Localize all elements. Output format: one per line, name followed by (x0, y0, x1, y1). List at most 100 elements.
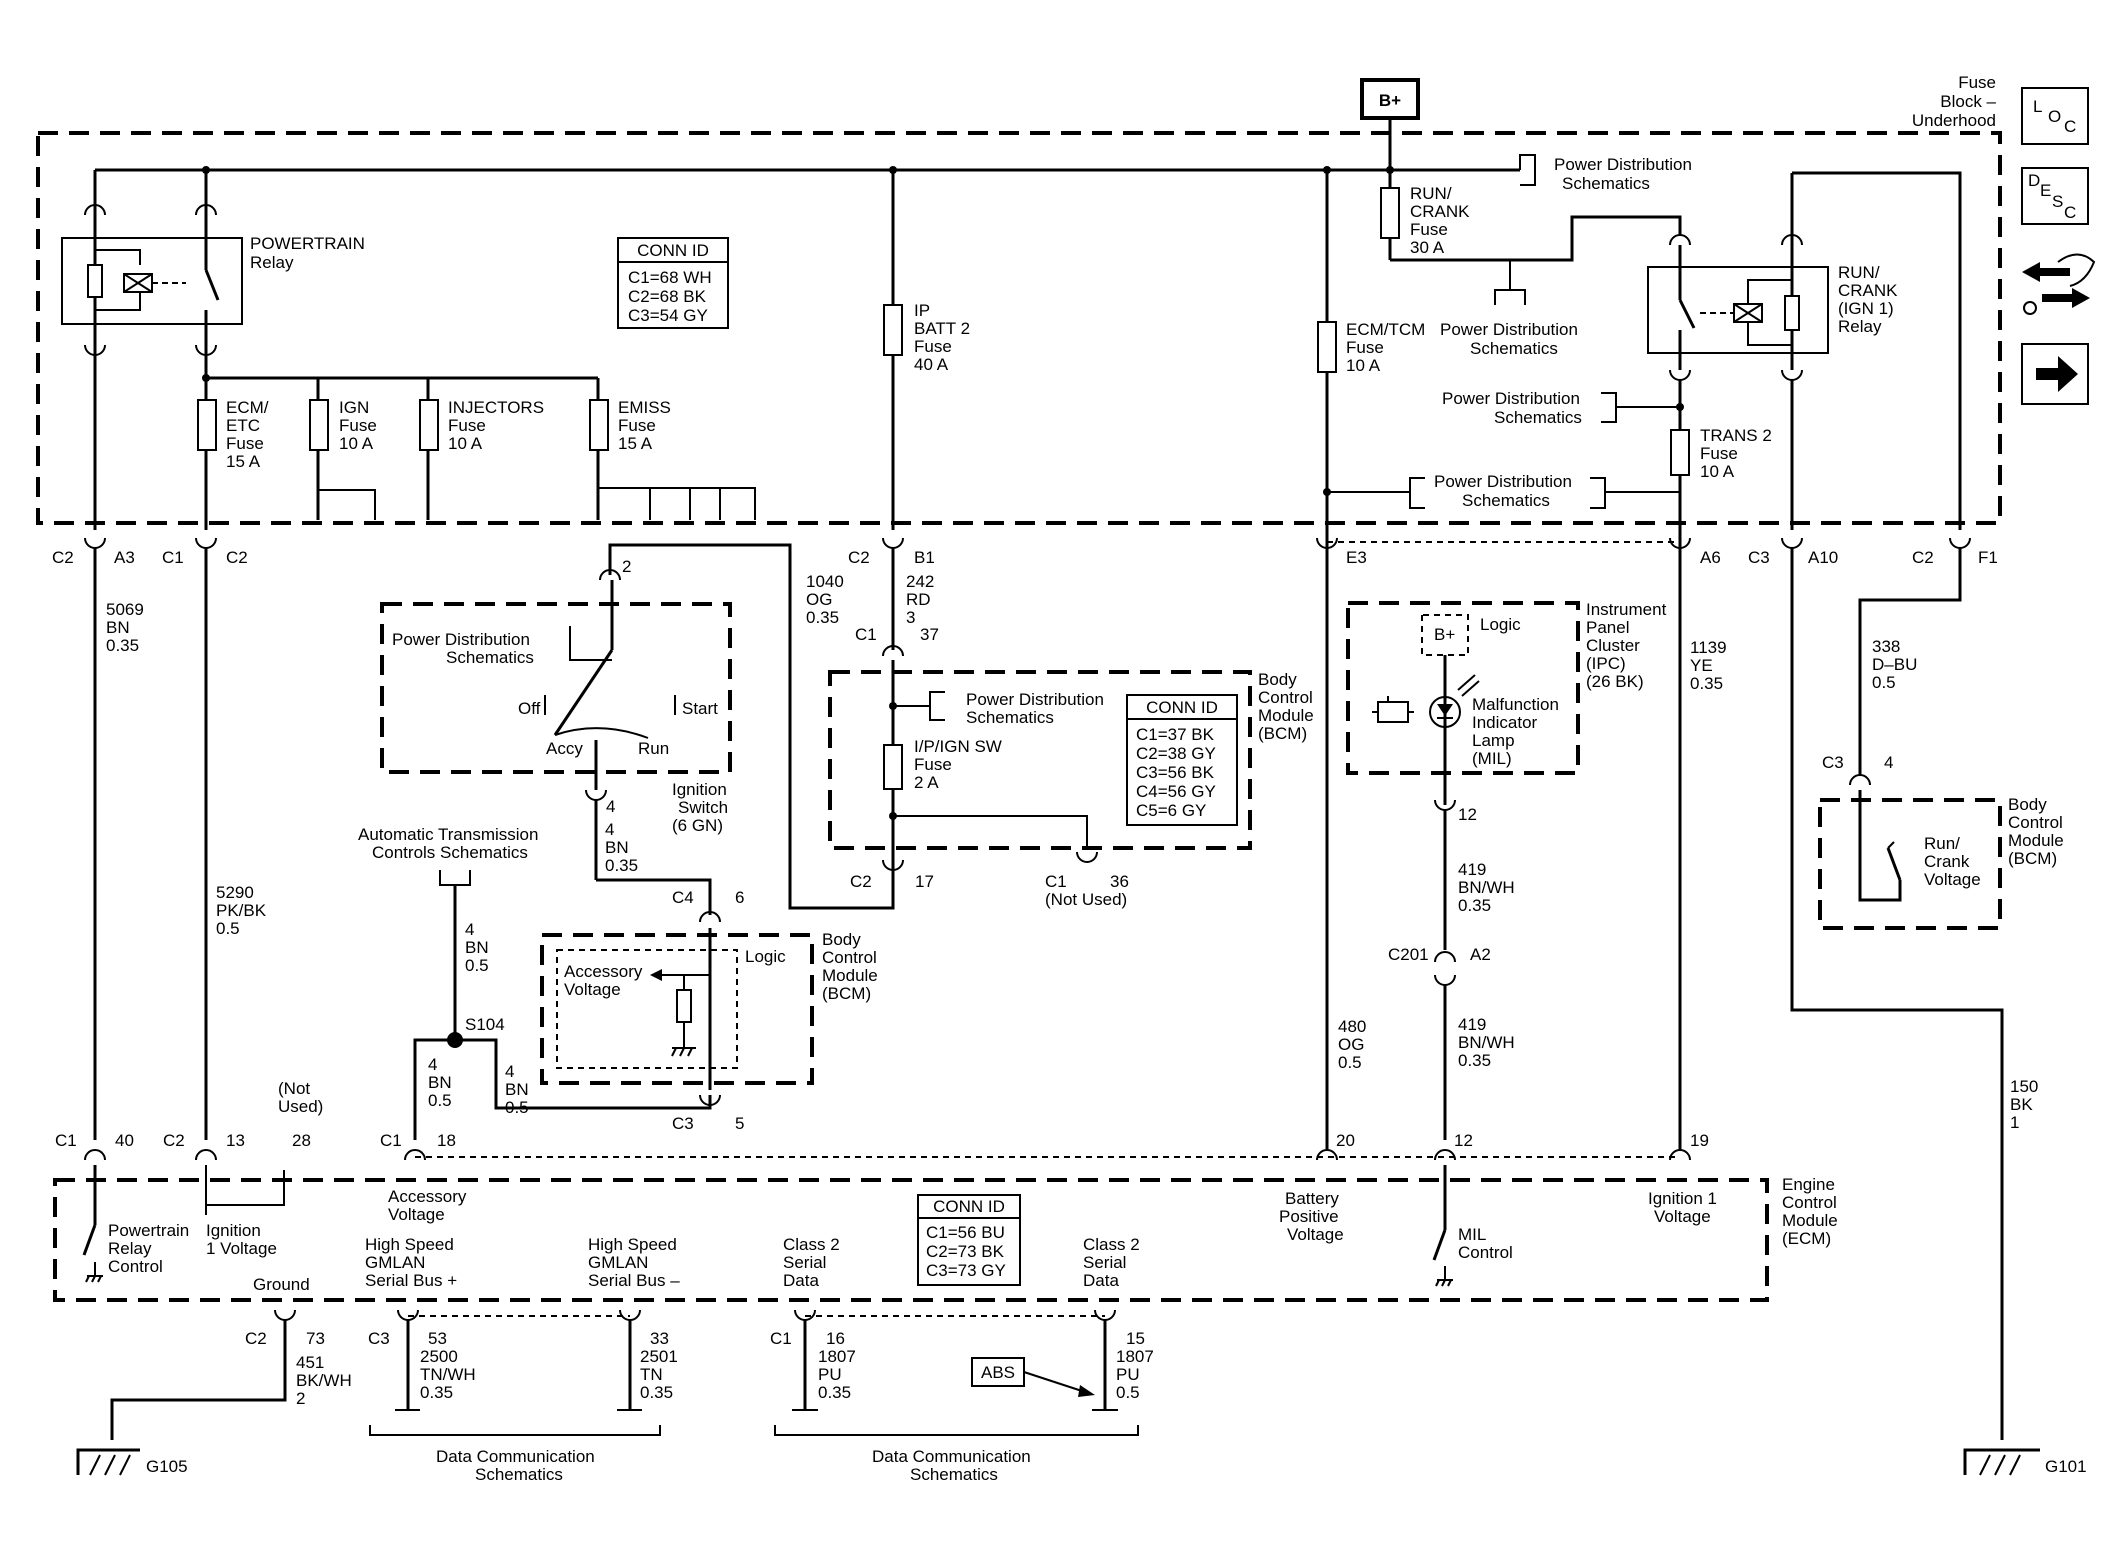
wire-4bn-d-label: 4 BN 0.5 (505, 1062, 529, 1117)
svg-text:19: 19 (1690, 1131, 1709, 1150)
svg-text:A3: A3 (114, 548, 135, 567)
run-crank-voltage-label: Run/ Crank Voltage (1924, 834, 1981, 889)
svg-text:Voltage: Voltage (1287, 1225, 1344, 1244)
svg-text:C2=68 BK: C2=68 BK (628, 287, 707, 306)
svg-text:0.5: 0.5 (428, 1091, 452, 1110)
ecm-top-terminals (84, 1149, 1691, 1161)
svg-text:TN: TN (640, 1365, 663, 1384)
svg-text:E3: E3 (1346, 548, 1367, 567)
svg-text:2500: 2500 (420, 1347, 458, 1366)
svg-text:C2: C2 (245, 1329, 267, 1348)
svg-text:BN: BN (428, 1073, 452, 1092)
svg-text:C1: C1 (1045, 872, 1067, 891)
svg-text:15 A: 15 A (618, 434, 653, 453)
svg-text:Malfunction: Malfunction (1472, 695, 1559, 714)
svg-text:BN: BN (465, 938, 489, 957)
svg-text:ETC: ETC (226, 416, 260, 435)
wire-242-label: 242 RD 3 (906, 572, 934, 627)
next-arrow-icon[interactable] (2021, 343, 2089, 405)
svg-text:IP: IP (914, 301, 930, 320)
fuse-ip-batt2 (883, 304, 903, 356)
fuse-trans2 (1670, 429, 1690, 476)
svg-text:C: C (2064, 117, 2076, 136)
bcm-upper-label: Body Control Module (BCM) (1258, 670, 1314, 743)
svg-text:Schematics: Schematics (1562, 174, 1650, 193)
svg-text:C3: C3 (1822, 753, 1844, 772)
svg-text:YE: YE (1690, 656, 1713, 675)
svg-text:0.35: 0.35 (818, 1383, 851, 1402)
wire-5069-label: 5069 BN 0.35 (106, 600, 144, 655)
svg-text:2 A: 2 A (914, 773, 939, 792)
svg-text:28: 28 (292, 1131, 311, 1150)
svg-text:BN: BN (106, 618, 130, 637)
bcm-lower-label: Body Control Module (BCM) (822, 930, 878, 1003)
svg-text:(BCM): (BCM) (2008, 849, 2057, 868)
wire-1807b-label: 1807 PU 0.5 (1116, 1347, 1154, 1402)
svg-text:GMLAN: GMLAN (588, 1253, 648, 1272)
svg-text:1807: 1807 (818, 1347, 856, 1366)
svg-text:G105: G105 (146, 1457, 188, 1476)
ground-g105: G105 (76, 1448, 188, 1476)
svg-text:(MIL): (MIL) (1472, 749, 1512, 768)
desc-icon[interactable]: D E S C (2021, 167, 2089, 225)
svg-text:4: 4 (1884, 753, 1893, 772)
svg-text:Battery: Battery (1285, 1189, 1339, 1208)
fuse-ecm-tcm (1317, 321, 1337, 373)
svg-text:36: 36 (1110, 872, 1129, 891)
svg-text:Power Distribution: Power Distribution (1440, 320, 1578, 339)
svg-text:(ECM): (ECM) (1782, 1229, 1831, 1248)
fuse-ip-batt2-label: IP BATT 2 Fuse 40 A (914, 301, 970, 374)
svg-text:2: 2 (296, 1389, 305, 1408)
svg-text:Power Distribution: Power Distribution (1434, 472, 1572, 491)
svg-text:13: 13 (226, 1131, 245, 1150)
svg-text:ECM/TCM: ECM/TCM (1346, 320, 1425, 339)
svg-text:BN: BN (605, 838, 629, 857)
svg-text:CRANK: CRANK (1410, 202, 1470, 221)
svg-text:INJECTORS: INJECTORS (448, 398, 544, 417)
svg-text:73: 73 (306, 1329, 325, 1348)
svg-text:419: 419 (1458, 1015, 1486, 1034)
bcm-upper-outline (828, 670, 1252, 850)
svg-text:242: 242 (906, 572, 934, 591)
fuse-block-outline (36, 131, 2002, 525)
ecm-hs-minus-label: High Speed GMLAN Serial Bus – (588, 1235, 680, 1290)
svg-text:Lamp: Lamp (1472, 731, 1515, 750)
fuse-injectors (419, 399, 439, 451)
ecm-acc-label: Accessory Voltage (388, 1187, 467, 1224)
svg-text:Serial: Serial (783, 1253, 826, 1272)
fuse-emiss-label: EMISS Fuse 15 A (618, 398, 671, 453)
svg-text:OG: OG (806, 590, 832, 609)
svg-text:C3: C3 (368, 1329, 390, 1348)
svg-text:Ground: Ground (253, 1275, 310, 1294)
svg-text:Power Distribution: Power Distribution (1554, 155, 1692, 174)
svg-text:1139: 1139 (1690, 638, 1727, 657)
svg-text:TRANS 2: TRANS 2 (1700, 426, 1772, 445)
relay-switch (204, 269, 220, 301)
svg-text:Data Communication: Data Communication (436, 1447, 595, 1466)
svg-text:Indicator: Indicator (1472, 713, 1538, 732)
svg-text:Fuse: Fuse (448, 416, 486, 435)
svg-text:BK: BK (2010, 1095, 2033, 1114)
svg-text:2: 2 (622, 557, 631, 576)
wrench-arrows-icon[interactable] (2022, 253, 2096, 315)
wire-1139-label: 1139 YE 0.35 (1690, 638, 1727, 693)
svg-text:C: C (2064, 203, 2076, 222)
svg-text:0.5: 0.5 (1338, 1053, 1362, 1072)
svg-text:C4: C4 (672, 888, 694, 907)
svg-text:Accessory: Accessory (564, 962, 643, 981)
svg-text:C2: C2 (52, 548, 74, 567)
svg-text:Voltage: Voltage (564, 980, 621, 999)
svg-text:12: 12 (1458, 805, 1477, 824)
svg-text:Control: Control (108, 1257, 163, 1276)
ecm-ign1-label: Ignition 1 Voltage (1648, 1189, 1717, 1226)
svg-text:Fuse: Fuse (1700, 444, 1738, 463)
fuse-ign (309, 399, 329, 451)
svg-text:Power Distribution: Power Distribution (392, 630, 530, 649)
loc-icon[interactable]: L O C (2021, 87, 2089, 145)
svg-text:4: 4 (606, 797, 615, 816)
svg-text:Data Communication: Data Communication (872, 1447, 1031, 1466)
svg-text:OG: OG (1338, 1035, 1364, 1054)
svg-text:Automatic Transmission: Automatic Transmission (358, 825, 538, 844)
svg-text:Control: Control (1258, 688, 1313, 707)
svg-text:6: 6 (735, 888, 744, 907)
